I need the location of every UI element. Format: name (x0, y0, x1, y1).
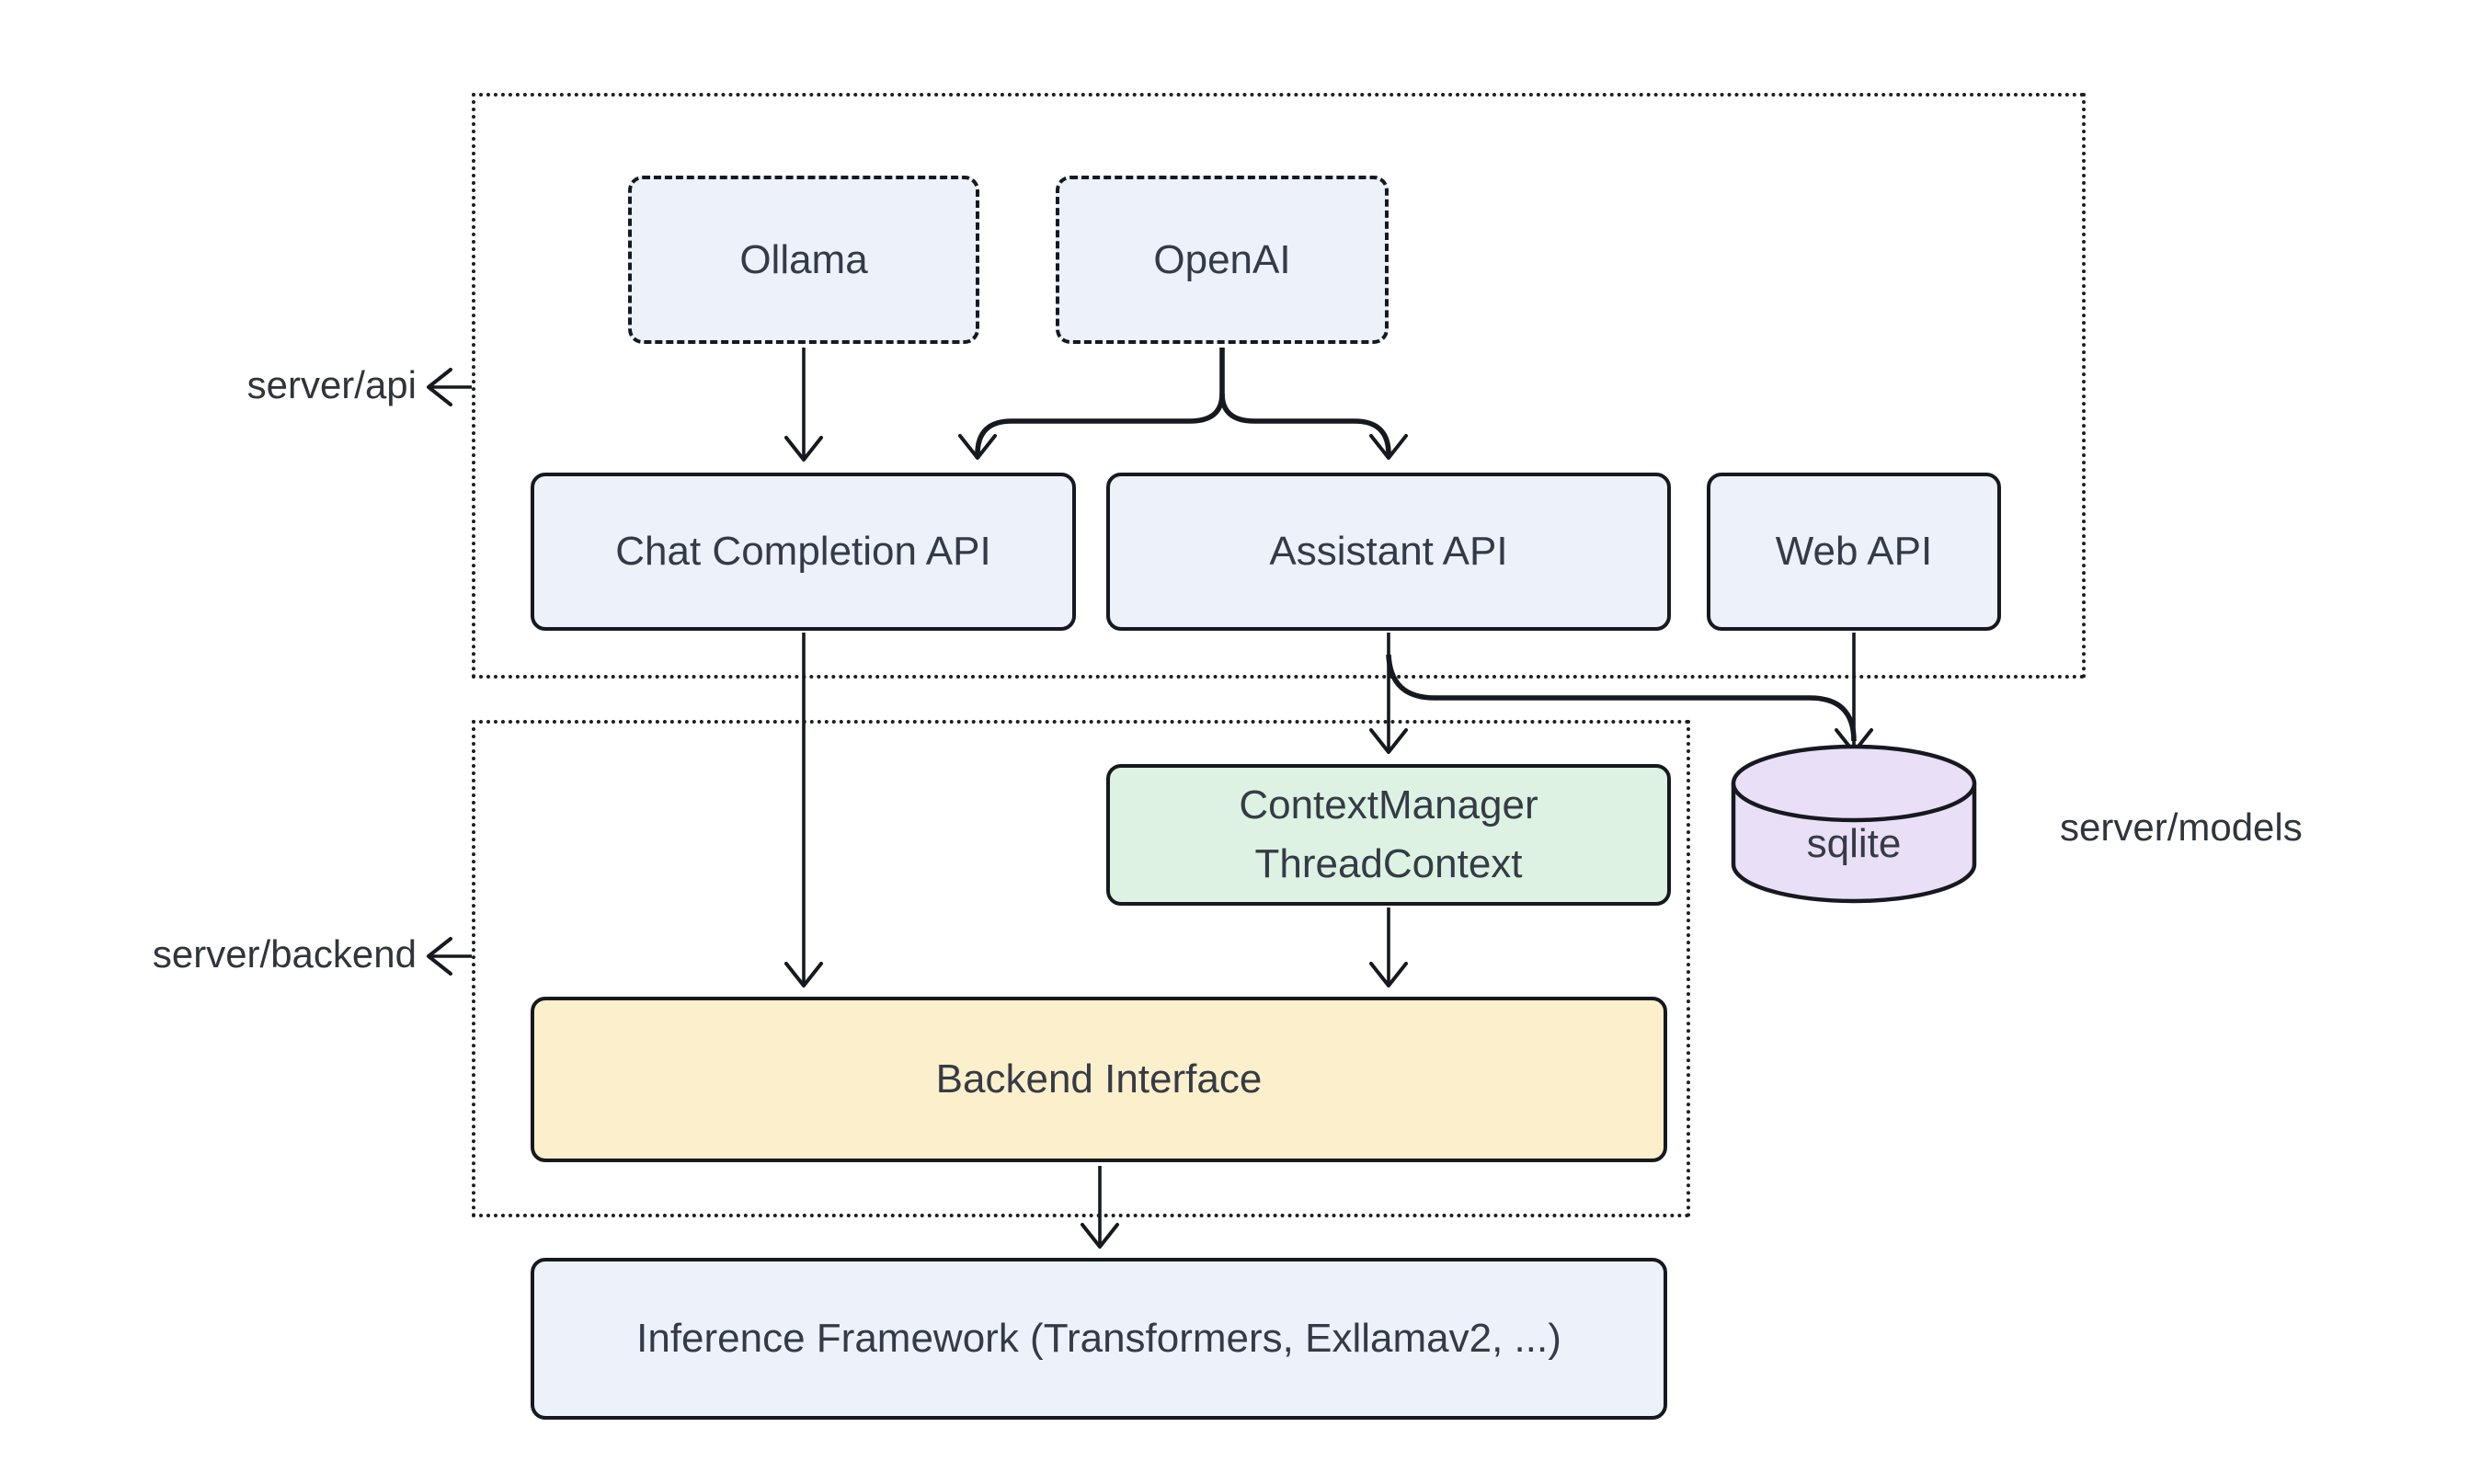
node-openai: OpenAI (1056, 176, 1389, 344)
node-context-manager-label-line1: ContextManager (1239, 782, 1538, 828)
node-chat-completion-api-label: Chat Completion API (615, 529, 991, 575)
node-openai-label: OpenAI (1153, 236, 1291, 282)
server-backend-container (472, 720, 1690, 1217)
node-inference-framework: Inference Framework (Transformers, Exlla… (531, 1258, 1667, 1420)
node-chat-completion-api: Chat Completion API (531, 473, 1076, 631)
node-backend-interface: Backend Interface (531, 997, 1667, 1162)
node-assistant-api: Assistant API (1106, 473, 1671, 631)
node-context-manager-label-line2: ThreadContext (1254, 841, 1523, 886)
edge-openai-to-assistant (1219, 393, 1408, 460)
server-backend-label: server/backend (152, 932, 417, 976)
node-backend-interface-label: Backend Interface (935, 1056, 1263, 1102)
server-api-container (472, 93, 2086, 679)
node-inference-framework-label: Inference Framework (Transformers, Exlla… (636, 1316, 1561, 1362)
node-assistant-api-label: Assistant API (1269, 529, 1508, 575)
sqlite-cylinder (1731, 744, 1977, 904)
node-context-manager: ContextManager ThreadContext (1106, 764, 1671, 906)
node-web-api-label: Web API (1775, 529, 1933, 575)
server-api-label: server/api (246, 363, 417, 406)
edge-assistant-to-sqlite (1386, 654, 1857, 742)
node-ollama: Ollama (628, 176, 979, 344)
node-ollama-label: Ollama (739, 236, 868, 282)
node-web-api: Web API (1707, 473, 2001, 631)
server-models-label: server/models (2060, 805, 2303, 849)
node-sqlite-label: sqlite (1806, 821, 1902, 866)
edge-openai-to-chat-completion (958, 393, 1225, 460)
